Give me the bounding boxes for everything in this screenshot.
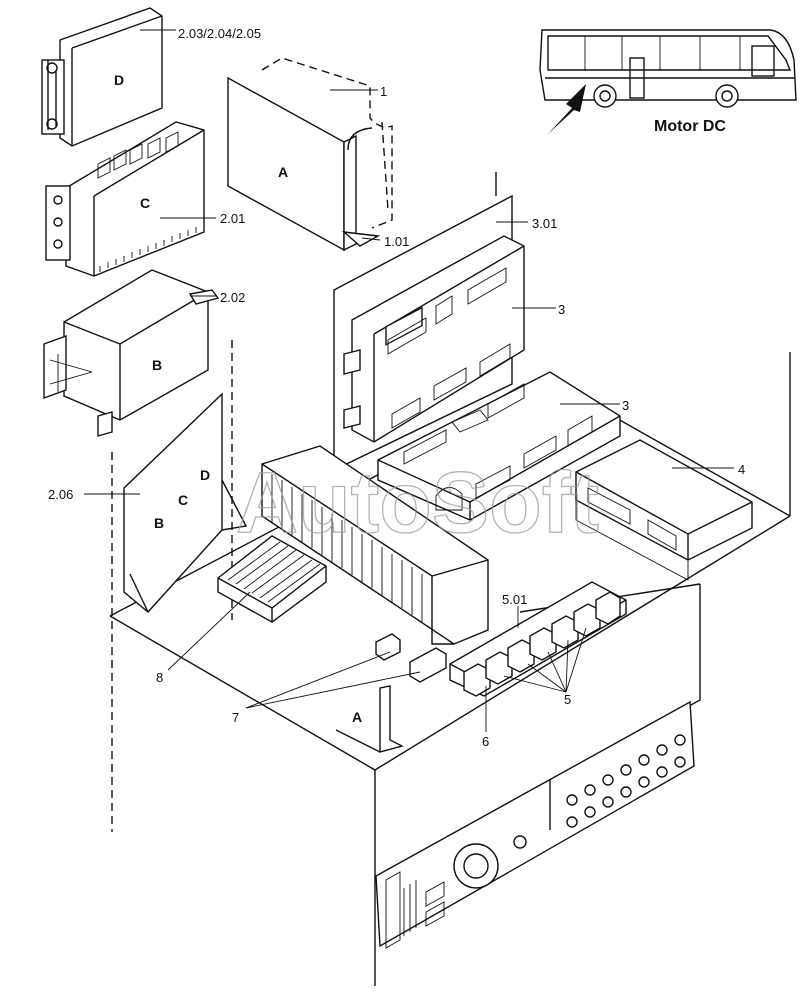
label-4: 4 (738, 462, 745, 477)
bracket-a-lower (335, 685, 404, 753)
module-4 (575, 439, 753, 581)
bus-icon (539, 29, 797, 134)
circuit-board-lower (377, 371, 621, 521)
bus-caption: Motor DC (654, 118, 726, 135)
panel-d-letter: D (200, 467, 210, 483)
module-d-letter: D (114, 72, 124, 88)
module-b-letter: B (152, 357, 162, 373)
label-2-03-2-04-2-05: 2.03/2.04/2.05 (178, 26, 261, 41)
label-3-upper: 3 (558, 302, 565, 317)
label-6: 6 (482, 734, 489, 749)
label-3-lower: 3 (622, 398, 629, 413)
panel-c-letter: C (178, 492, 188, 508)
leader-lines (84, 29, 734, 732)
label-7: 7 (232, 710, 239, 725)
circuit-board-upper (343, 235, 525, 443)
label-5-01: 5.01 (502, 592, 527, 607)
label-3-01: 3.01 (532, 216, 557, 231)
label-2-01: 2.01 (220, 211, 245, 226)
module-d-top (41, 7, 163, 147)
part-8-heatsink (217, 535, 327, 623)
label-1: 1 (380, 84, 387, 99)
watermark: AutoSoft (236, 455, 599, 551)
label-5: 5 (564, 692, 571, 707)
bracket-a-letter: A (352, 709, 362, 725)
module-c-top (45, 121, 205, 277)
panel-bcd (123, 392, 248, 613)
panel-b-letter: B (154, 515, 164, 531)
module-a-letter: A (278, 164, 288, 180)
label-2-02: 2.02 (220, 290, 245, 305)
module-c-letter: C (140, 195, 150, 211)
label-1-01: 1.01 (384, 234, 409, 249)
label-2-06: 2.06 (48, 487, 73, 502)
front-instrument-panel (375, 700, 695, 949)
module-b-top (43, 269, 220, 437)
part-7-resistors (375, 633, 447, 683)
heatsink-rail (261, 445, 489, 645)
label-8: 8 (156, 670, 163, 685)
module-a-top (227, 57, 393, 252)
connector-array (566, 734, 686, 828)
